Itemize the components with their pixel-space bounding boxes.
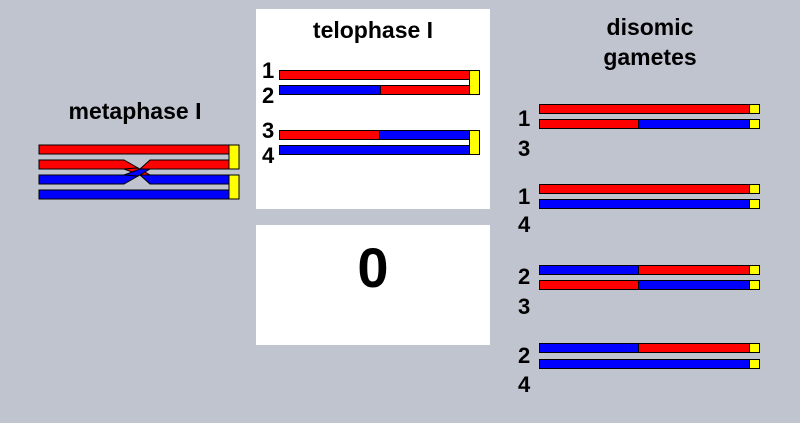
telophase-chromatid-3-right (379, 130, 470, 140)
gamete-4-chromatid-bottom (539, 359, 750, 369)
gamete-2-centromere-bottom (749, 199, 760, 209)
gamete-1-centromere-top (749, 104, 760, 114)
gamete-4-centromere-bottom (749, 359, 760, 369)
gamete-4-bottom-label: 4 (518, 372, 531, 397)
gamete-3-chromatid-bottom-left (539, 280, 639, 290)
telophase-chromatid-2-left (279, 85, 381, 95)
gametes-title-line1: disomic (606, 14, 694, 40)
metaphase-title: metaphase I (68, 98, 202, 124)
gamete-4-centromere-top (749, 343, 760, 353)
count-panel (256, 225, 490, 345)
gamete-4-chromatid-top-left (539, 343, 639, 353)
gamete-1-centromere-bottom (749, 119, 760, 129)
gamete-3-top-label: 2 (518, 264, 531, 289)
telophase-label-2: 2 (262, 83, 275, 108)
gametes-title-line2: gametes (603, 44, 697, 70)
count-value: 0 (357, 236, 389, 299)
gamete-2-top-label: 1 (518, 184, 531, 209)
telophase-chromatid-3-left (279, 130, 380, 140)
gamete-3-centromere-top (749, 265, 760, 275)
telophase-label-1: 1 (262, 58, 275, 83)
gamete-2-centromere-top (749, 184, 760, 194)
telophase-chromatid-4 (279, 145, 470, 155)
gamete-3-chromatid-top-left (539, 265, 639, 275)
telophase-centromere-bottom (469, 130, 480, 155)
gamete-2-chromatid-bottom (539, 199, 750, 209)
telophase-chromatid-2-right (380, 85, 470, 95)
gamete-2-bottom-label: 4 (518, 212, 531, 237)
gamete-3-chromatid-top-right (638, 265, 750, 275)
gamete-1-chromatid-bottom-left (539, 119, 639, 129)
gamete-3-chromatid-bottom-right (638, 280, 750, 290)
gamete-1-bottom-label: 3 (518, 136, 531, 161)
telophase-title: telophase I (312, 17, 434, 43)
gamete-4-chromatid-top-right (638, 343, 750, 353)
gamete-2-chromatid-top (539, 184, 750, 194)
gamete-1-chromatid-bottom-right (638, 119, 750, 129)
telophase-label-3: 3 (262, 118, 275, 143)
gamete-1-chromatid-top (539, 104, 750, 114)
gamete-1-top-label: 1 (518, 106, 531, 131)
telophase-label-4: 4 (262, 143, 275, 168)
gamete-4-top-label: 2 (518, 343, 531, 368)
gamete-3-bottom-label: 3 (518, 294, 531, 319)
telophase-centromere-top (469, 70, 480, 95)
telophase-panel (256, 9, 490, 209)
gamete-3-centromere-bottom (749, 280, 760, 290)
crossover-graphic (38, 144, 240, 200)
telophase-chromatid-1 (279, 70, 470, 80)
metaphase-chromosomes (38, 144, 241, 204)
